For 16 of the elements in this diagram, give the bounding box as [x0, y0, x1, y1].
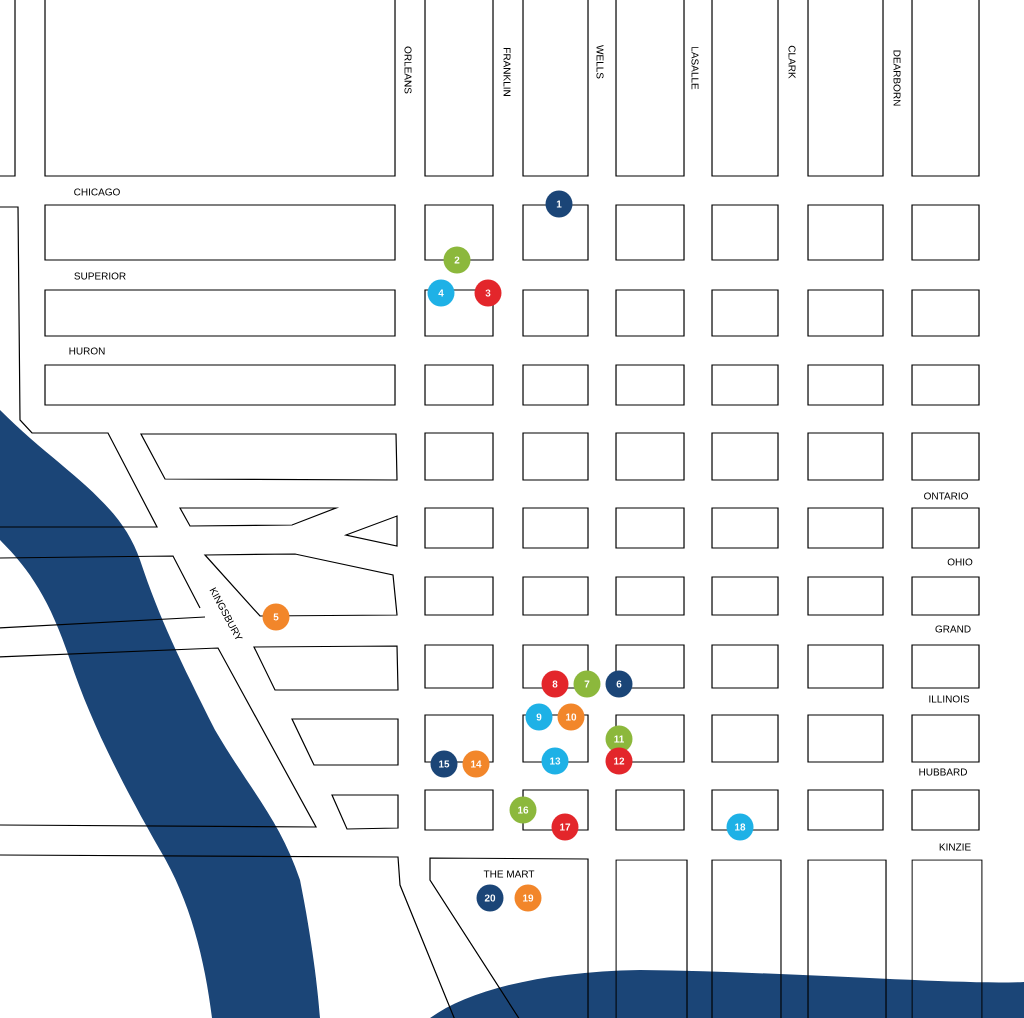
street-label: FRANKLIN	[503, 48, 511, 96]
street-label: OHIO	[947, 558, 973, 566]
street-label: KINZIE	[939, 843, 971, 851]
street-label: CLARK	[788, 45, 796, 79]
street-label: WELLS	[596, 45, 604, 79]
street-label: HUBBARD	[919, 768, 967, 776]
street-label: LASALLE	[691, 47, 699, 90]
street-label: SUPERIOR	[74, 272, 126, 280]
street-label: THE MART	[483, 870, 535, 878]
street-label: HURON	[69, 347, 105, 355]
street-label: CHICAGO	[74, 188, 120, 196]
street-label: GRAND	[935, 625, 971, 633]
street-label: ILLINOIS	[929, 695, 970, 703]
street-label: DEARBORN	[893, 50, 901, 106]
street-label: ORLEANS	[404, 46, 412, 94]
street-label: ONTARIO	[924, 492, 968, 500]
